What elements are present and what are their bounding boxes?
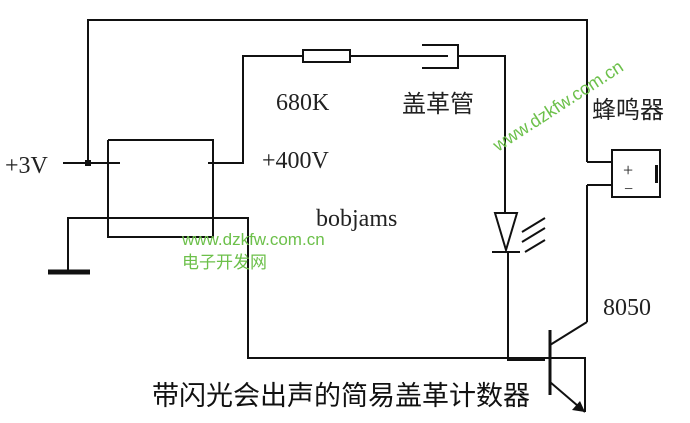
buzzer-symbol xyxy=(611,149,661,198)
label-buzzer-plus: + xyxy=(623,160,633,180)
wire-tube-to-led xyxy=(458,55,506,212)
hv-module-box xyxy=(107,139,214,238)
label-680k: 680K xyxy=(276,90,330,116)
label-buzzer: 蜂鸣器 xyxy=(592,96,664,124)
junction-dot xyxy=(85,160,91,166)
label-400v: +400V xyxy=(262,148,330,174)
wire-hv-to-resistor xyxy=(242,55,303,163)
diagram-title: 带闪光会出声的简易盖革计数器 xyxy=(152,381,530,412)
label-3v: +3V xyxy=(5,153,49,179)
wire-top-supply xyxy=(87,19,588,163)
label-buzzer-minus: − xyxy=(624,181,633,198)
wire-ground-return xyxy=(67,217,586,412)
led-symbol xyxy=(492,212,546,254)
watermark-site-name: 电子开发网 xyxy=(182,253,267,272)
watermark-url: www.dzkfw.com.cn xyxy=(181,230,325,249)
label-author: bobjams xyxy=(316,206,397,232)
resistor-680k xyxy=(302,49,351,63)
label-transistor: 8050 xyxy=(603,295,651,321)
transistor-8050-symbol xyxy=(548,321,588,413)
wire-led-to-base xyxy=(507,252,545,361)
buzzer-mark xyxy=(655,165,658,183)
label-geiger-tube: 盖革管 xyxy=(402,90,474,118)
